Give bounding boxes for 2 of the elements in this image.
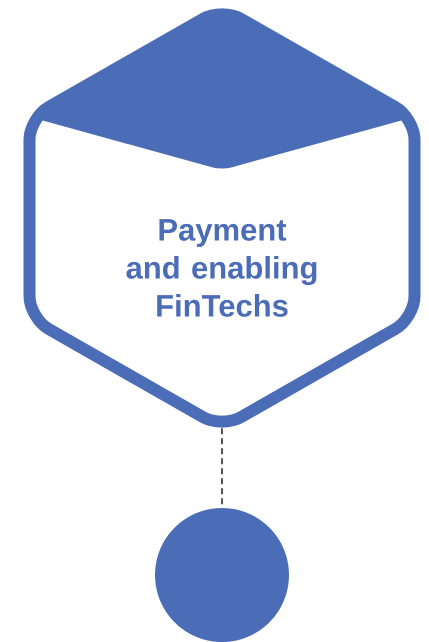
circle — [155, 508, 289, 642]
hexagon-box: Payment and enabling FinTechs — [24, 8, 420, 428]
